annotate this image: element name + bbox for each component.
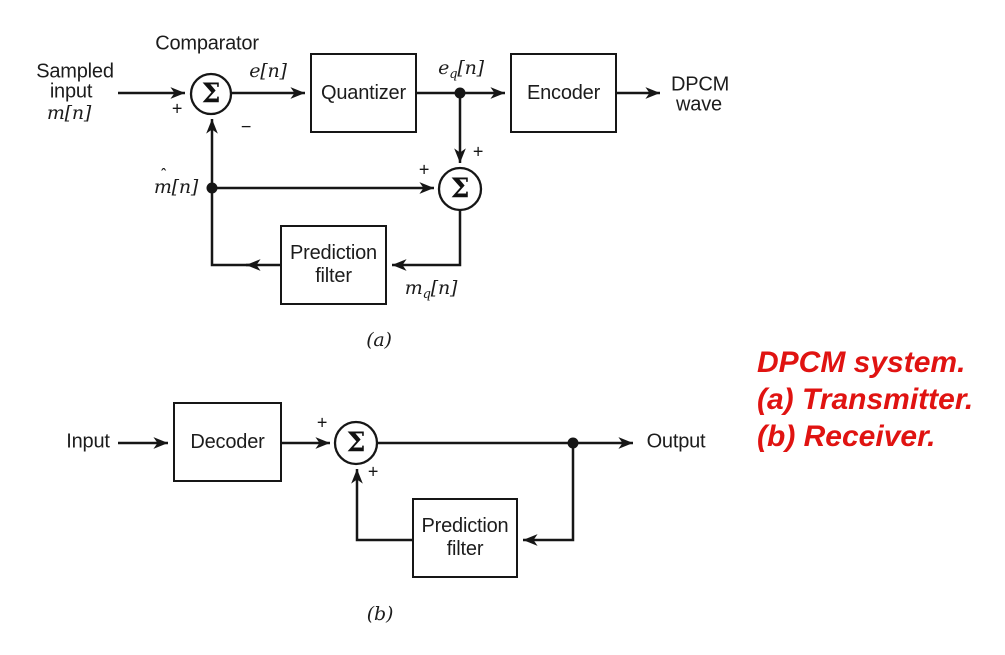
quantized-message-subscript: q	[422, 287, 431, 302]
quantized-message-index: [n]	[430, 277, 458, 299]
prediction-filter-label-line1: Prediction	[421, 515, 509, 537]
comparator-label: Comparator	[155, 32, 259, 55]
prediction-filter-label-line2: filter	[446, 538, 484, 560]
transmitter-adder-node	[437, 166, 483, 212]
prediction-filter-label-line1: Prediction	[290, 242, 377, 264]
encoder-label: Encoder	[526, 81, 601, 104]
prediction-filter-label-line2: filter	[315, 265, 352, 287]
sigma-symbol: Σ	[346, 427, 366, 459]
annotation-line3: (b) Receiver.	[757, 420, 936, 453]
quantized-error-subscript: q	[449, 67, 458, 82]
source-label-line2: input	[49, 80, 93, 103]
wire-adder-to-prediction-filter	[392, 210, 462, 271]
comparator-sum-node	[189, 72, 233, 116]
wire-branch-to-prediction-filter	[523, 443, 575, 546]
dpcm-output-label-line1: DPCM	[670, 73, 730, 96]
plus-sign-adder-top: +	[472, 141, 484, 162]
predicted-signal-index: [n]	[171, 176, 199, 198]
encoder-block: Encoder	[510, 53, 617, 133]
receiver-wires	[118, 437, 633, 546]
annotation-line1: DPCM system.	[757, 346, 966, 379]
figure-annotation: DPCM system. (a) Transmitter. (b) Receiv…	[757, 344, 1005, 455]
quantized-error-label: eq[n]	[438, 57, 484, 82]
receiver-adder-node	[333, 420, 379, 466]
quantized-error-base: e	[438, 57, 450, 79]
quantized-message-label: mq[n]	[404, 277, 458, 302]
predicted-signal-base: m	[153, 176, 172, 198]
sigma-symbol: Σ	[201, 78, 221, 110]
junction-dot-receiver-output	[567, 437, 579, 449]
source-signal-label: m[n]	[46, 102, 92, 124]
quantized-message-base: m	[404, 277, 423, 299]
wire-prediction-filter-to-adder	[351, 469, 412, 542]
minus-sign-comparator-feedback: −	[240, 116, 252, 137]
decoder-block: Decoder	[173, 402, 282, 482]
error-signal-label: e[n]	[249, 60, 287, 82]
plus-sign-adder-left: +	[418, 159, 430, 180]
receiver-prediction-filter-block: Prediction filter	[412, 498, 518, 578]
quantizer-block: Quantizer	[310, 53, 417, 133]
source-label-line1: Sampled	[36, 60, 114, 83]
plus-sign-receiver-adder-bottom: +	[367, 461, 379, 482]
plus-sign-comparator-input: +	[171, 98, 183, 119]
junction-dot-quantizer-output	[454, 87, 466, 99]
junction-dots	[206, 87, 579, 449]
sigma-symbol: Σ	[450, 173, 470, 205]
decoder-label: Decoder	[190, 430, 265, 453]
sum-nodes	[189, 72, 483, 466]
transmitter-prediction-filter-block: Prediction filter	[280, 225, 387, 305]
annotation-line2: (a) Transmitter.	[757, 383, 974, 416]
hat-accent: ˆ	[160, 167, 168, 184]
wire-prediction-filter-to-comparator	[206, 118, 280, 267]
receiver-output-label: Output	[646, 430, 706, 453]
plus-sign-receiver-adder-left: +	[316, 412, 328, 433]
caption-b: (b)	[366, 603, 394, 625]
quantized-error-index: [n]	[457, 57, 484, 79]
receiver-input-label: Input	[66, 430, 110, 453]
caption-a: (a)	[366, 329, 392, 351]
transmitter-wires	[118, 87, 660, 271]
dpcm-output-label-line2: wave	[676, 93, 722, 116]
junction-dot-predicted-signal	[206, 182, 218, 194]
quantizer-label: Quantizer	[321, 81, 406, 104]
